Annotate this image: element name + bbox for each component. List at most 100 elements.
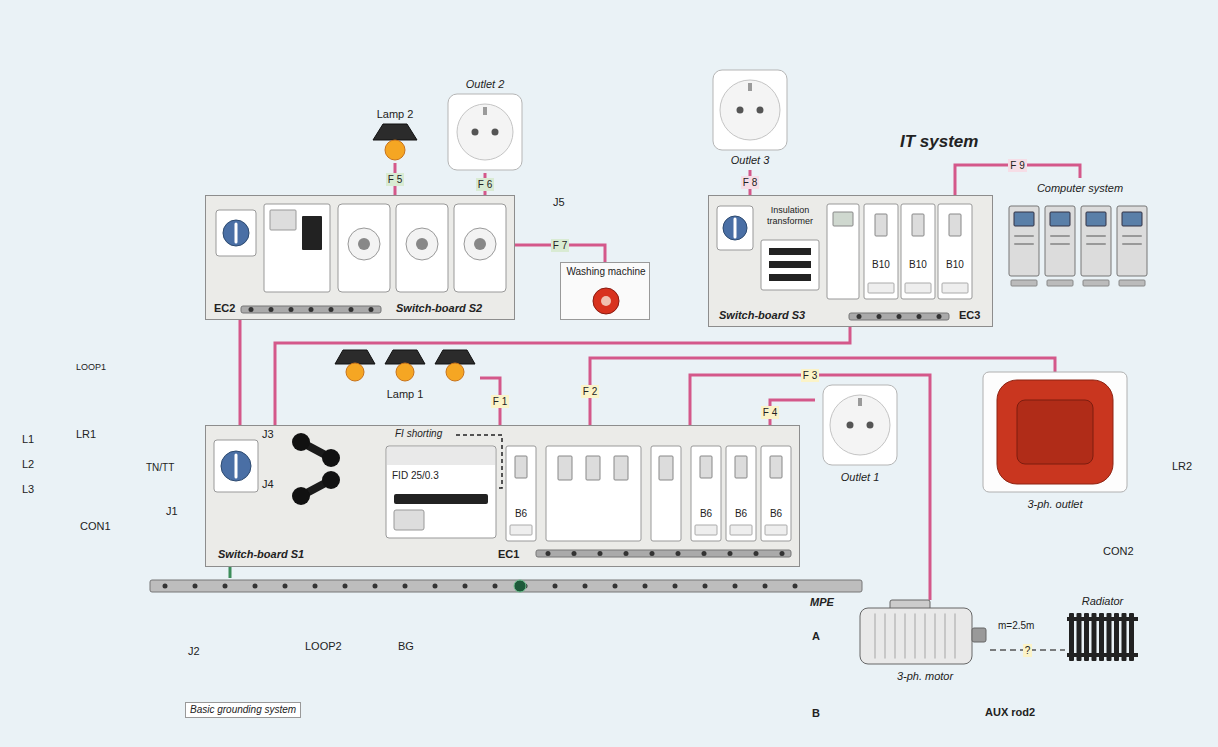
wire <box>229 567 232 578</box>
loop-label: LOOP1 <box>76 362 106 373</box>
chimney-body <box>830 0 908 68</box>
wall <box>133 162 137 688</box>
breaker-body <box>691 446 721 541</box>
test-socket <box>595 715 609 729</box>
node-label: Switch-board S1 <box>218 548 304 561</box>
breaker-parts <box>938 204 972 299</box>
earth-rod <box>71 612 74 740</box>
terminal-label: A <box>812 630 820 643</box>
motor: 3-ph. motor <box>860 600 990 686</box>
fuse-unit <box>396 204 448 292</box>
earth-rod <box>450 690 459 730</box>
loop1-handle <box>63 338 116 398</box>
bar-screw <box>673 584 678 589</box>
warning-sign <box>540 141 556 155</box>
lamp: Lamp 1 <box>330 350 480 405</box>
rcd-slider <box>394 494 488 504</box>
con2-handle <box>1139 530 1150 610</box>
earth-wire <box>454 592 456 692</box>
loop-label: LOOP2 <box>305 640 342 653</box>
fuse-unit <box>338 204 390 292</box>
radiator-parts <box>1067 613 1138 661</box>
circuit-label: F 3 <box>801 369 819 382</box>
bar-screw <box>283 584 288 589</box>
outlet-frame <box>983 372 1127 492</box>
breaker-body <box>506 446 536 541</box>
socket-face <box>457 104 513 160</box>
breaker-window <box>765 525 787 535</box>
computer-screen <box>1050 212 1070 226</box>
cooling-rib <box>914 614 916 658</box>
fuse-unit <box>454 204 506 292</box>
node-label: 3-ph. outlet <box>1027 498 1082 511</box>
breaker-drawing <box>506 446 536 541</box>
earth-pin <box>483 107 487 115</box>
earth-bar-drawing <box>150 578 862 614</box>
breaker-toggle <box>875 214 887 236</box>
earth-wire <box>469 592 471 692</box>
bar-screw <box>793 584 798 589</box>
soil <box>0 688 1218 747</box>
outlet-parts <box>448 94 522 170</box>
breaker: B6 <box>726 446 756 541</box>
bar-screw <box>463 584 468 589</box>
washing-machine: Washing machine <box>560 262 650 320</box>
bar-screw <box>650 551 655 556</box>
socket-housing <box>997 380 1113 484</box>
earth-wire <box>564 592 566 692</box>
antenna-element <box>158 50 164 70</box>
supply-cable <box>57 318 60 430</box>
socket-hole <box>867 422 874 429</box>
fuse-core <box>474 238 486 250</box>
socket-face <box>720 80 780 140</box>
aux-rod <box>1149 612 1152 740</box>
earth-rod <box>645 690 655 730</box>
phase-terminal <box>48 455 68 475</box>
switch-mark <box>235 455 238 477</box>
breaker-drawing <box>938 204 972 299</box>
bar-screw <box>313 584 318 589</box>
test-socket <box>485 715 499 729</box>
floor-slab <box>135 332 1165 340</box>
chimney-window <box>882 14 898 34</box>
socket-hole <box>737 107 744 114</box>
j2-jumper <box>165 661 230 669</box>
lamp-shade <box>435 350 475 364</box>
jumper-label: J4 <box>262 478 274 491</box>
computer-screen <box>1014 212 1034 226</box>
phase-label: L3 <box>22 483 34 496</box>
circuit-label: F 7 <box>551 239 569 252</box>
lamp-shade <box>385 350 425 364</box>
breaker-drawing <box>761 446 791 541</box>
transformer: Insulation transformer <box>759 204 821 292</box>
node-label: Outlet 2 <box>466 78 505 91</box>
bar-label: EC3 <box>959 309 980 322</box>
node-label: MPE <box>810 596 834 609</box>
lamp-shade <box>335 350 375 364</box>
switch-board-parts <box>214 433 791 557</box>
breaker-toggle <box>700 456 712 478</box>
phase-terminal <box>48 480 68 500</box>
bar-screw <box>937 314 942 319</box>
motor-shaft <box>972 628 986 642</box>
cooling-rib <box>904 614 906 658</box>
radiator-pipe <box>1067 653 1138 657</box>
earth-pin <box>858 398 862 406</box>
single-pole-breaker <box>651 446 681 541</box>
rcd-breaker: FID 25/0.3 <box>386 446 496 538</box>
radiator-pipe <box>1067 617 1138 621</box>
transformer-parts <box>761 240 819 290</box>
terminal-label: LR1 <box>76 428 96 441</box>
cooling-rib <box>934 614 936 658</box>
outlet: Outlet 3 <box>705 70 795 170</box>
wire <box>239 320 242 425</box>
bar-screw <box>369 307 374 312</box>
rotary-switch <box>717 206 753 250</box>
rcd-body <box>386 446 496 538</box>
circuit-label: F 2 <box>581 385 599 398</box>
box-body <box>35 255 130 318</box>
bar-screw <box>553 584 558 589</box>
switch-board: Switch-board S1EC1FID 25/0.3B6B6B6B6 <box>205 425 800 567</box>
antenna-boom <box>148 34 250 62</box>
